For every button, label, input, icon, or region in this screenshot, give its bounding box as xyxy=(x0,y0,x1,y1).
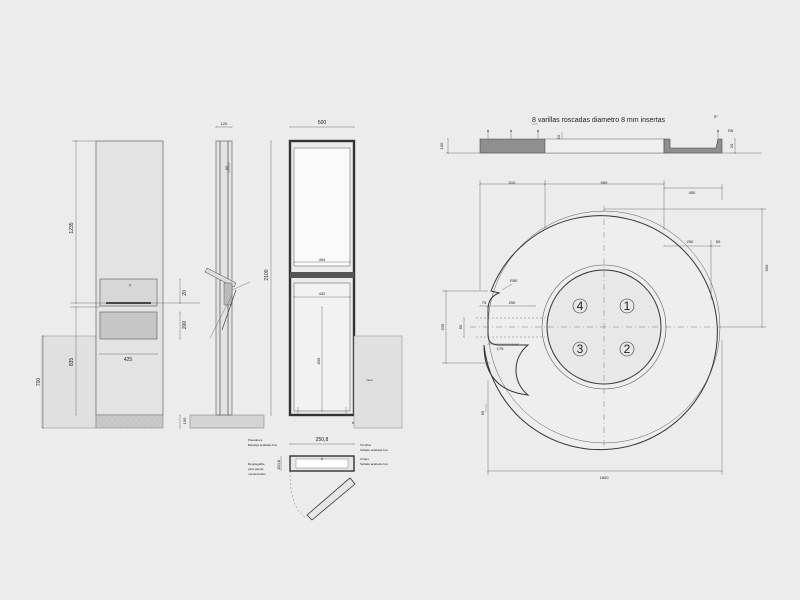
dim-side-depth: 120 xyxy=(221,121,228,126)
dim-plan-right: 450 xyxy=(689,190,696,195)
note-left-1: Pasadores xyxy=(248,438,263,442)
dim-front-slot-top: 20 xyxy=(182,290,188,296)
dim-section-inner-lower: 432 xyxy=(319,291,326,296)
dim-front-wall: 700 xyxy=(36,378,42,387)
quadrant-3: 3 xyxy=(572,341,588,357)
dim-plan-65: 65 xyxy=(480,410,485,415)
plan-door-open xyxy=(306,477,356,521)
note-left-3: Desplegable xyxy=(248,462,265,466)
dim-base-angle: 5° xyxy=(714,114,718,119)
side-view: 120 60 xyxy=(189,121,265,429)
dim-plan-75: 75 xyxy=(482,300,487,305)
base-section: 8 varillas roscadas diametro 8 mm insert… xyxy=(439,114,762,153)
dim-front-base: 100 xyxy=(182,417,187,424)
dim-section-width: 500 xyxy=(318,120,327,126)
note-right-3: Chapa xyxy=(360,457,369,461)
note-left-2: Bandeja acabado box xyxy=(248,443,278,447)
dim-plan-900-vert: 900 xyxy=(764,264,769,271)
label-wall: muro xyxy=(366,378,373,382)
dim-plan-250b: 250 xyxy=(509,300,516,305)
note-left-4: para puerta xyxy=(248,467,264,471)
svg-text:1: 1 xyxy=(624,299,631,313)
dim-front-width: 425 xyxy=(124,357,133,363)
section-shelf xyxy=(290,272,354,278)
dim-plan-1800: 1800 xyxy=(600,475,610,480)
dim-base-right: 20 xyxy=(729,143,734,148)
mail-slot-screw xyxy=(128,283,132,287)
dim-base-height: 100 xyxy=(439,142,444,149)
note-left-5: mecanizados xyxy=(248,472,266,476)
front-panel xyxy=(95,140,164,416)
svg-text:2: 2 xyxy=(624,342,631,356)
side-base xyxy=(189,414,265,429)
base-section-title: 8 varillas roscadas diametro 8 mm insert… xyxy=(532,117,666,124)
dim-plan-50: 50 xyxy=(716,239,721,244)
dim-front-slot-mid: 200 xyxy=(182,321,188,330)
svg-text:3: 3 xyxy=(577,342,584,356)
dim-section-inner-upper: 494 xyxy=(319,257,326,262)
dim-side-top: 60 xyxy=(224,165,229,170)
dim-plan-175: 175 xyxy=(497,346,504,351)
dim-plan-mid: 900 xyxy=(601,180,608,185)
side-flap xyxy=(204,267,237,288)
section-upper-cavity xyxy=(293,147,351,267)
dim-plan-60: 60 xyxy=(458,324,463,329)
plan-detail: 250,8 150,8 Pasadores Bandeja acabado bo… xyxy=(248,437,389,521)
door-panel xyxy=(99,311,158,340)
dim-plan-r50: R50 xyxy=(510,278,518,283)
base-section-body xyxy=(479,138,546,154)
svg-text:150,8: 150,8 xyxy=(276,459,281,470)
dim-plan-535: 535 xyxy=(440,323,445,330)
dim-front-lower: 835 xyxy=(69,358,75,367)
svg-text:4: 4 xyxy=(577,299,584,313)
dim-section-total: 2100 xyxy=(264,269,270,280)
quadrant-4: 4 xyxy=(572,298,588,314)
quadrant-1: 1 xyxy=(619,298,635,314)
wall-left xyxy=(41,335,97,429)
mail-slot-box xyxy=(99,278,158,307)
base-plan: 510 900 450 4 1 3 xyxy=(440,180,769,480)
dim-front-height-upper: 1235 xyxy=(69,222,75,233)
note-right-1: Tornillos xyxy=(360,443,372,447)
dim-base-radius: R5 xyxy=(728,128,734,133)
dim-base-small: 15 xyxy=(556,134,561,139)
front-base xyxy=(95,414,164,429)
note-right-4: Sellado acabado box xyxy=(360,462,389,466)
section-view: 2100 500 494 432 835 Base tuerca muro xyxy=(264,120,403,429)
note-right-2: Sellado acabado box xyxy=(360,448,389,452)
dim-section-lower: 835 xyxy=(316,357,321,364)
quadrant-2: 2 xyxy=(619,341,635,357)
front-view: 1235 835 700 20 200 100 425 xyxy=(36,141,200,428)
wall-right xyxy=(353,335,403,429)
dim-plan-width: 250,8 xyxy=(316,437,329,443)
dim-plan-250: 250 xyxy=(687,239,694,244)
dim-plan-left: 510 xyxy=(509,180,516,185)
